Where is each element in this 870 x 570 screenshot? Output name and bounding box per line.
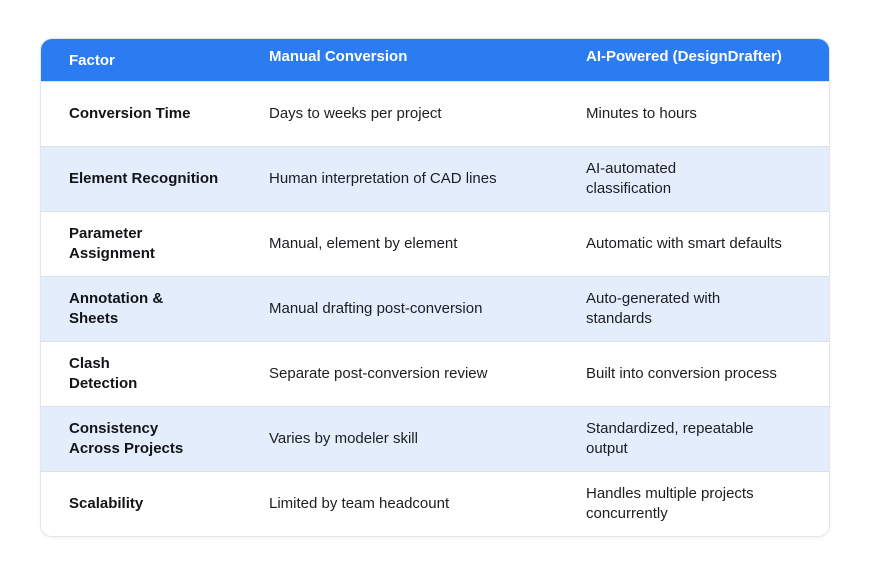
manual-conversion-cell: Human interpretation of CAD lines bbox=[269, 170, 497, 187]
ai-powered-cell: Built into conversion process bbox=[586, 365, 777, 382]
manual-conversion-cell: Separate post-conversion review bbox=[269, 365, 488, 382]
column-header-label: AI-Powered (DesignDrafter) bbox=[586, 47, 782, 65]
factor-cell: Element Recognition bbox=[69, 170, 219, 187]
ai-powered-cell: Standardized, repeatable output bbox=[586, 420, 754, 457]
ai-powered-cell: Handles multiple projects concurrently bbox=[586, 485, 754, 522]
column-header-label: Manual Conversion bbox=[269, 47, 408, 65]
manual-conversion-cell: Limited by team headcount bbox=[269, 495, 450, 512]
comparison-table-card: Factor Manual Conversion AI-Powered (Des… bbox=[40, 38, 830, 537]
manual-conversion-cell: Varies by modeler skill bbox=[269, 430, 418, 447]
column-header-factor: Factor bbox=[41, 39, 256, 81]
ai-powered-cell: Automatic with smart defaults bbox=[586, 235, 782, 252]
factor-cell: Parameter Assignment bbox=[69, 225, 155, 262]
table-row-parameter-assignment: Parameter Assignment Manual, element by … bbox=[41, 211, 829, 276]
manual-conversion-cell: Days to weeks per project bbox=[269, 105, 442, 122]
factor-cell: Clash Detection bbox=[69, 355, 138, 392]
table-row-scalability: Scalability Limited by team headcount Ha… bbox=[41, 471, 829, 536]
factor-cell: Conversion Time bbox=[69, 105, 191, 122]
table-row-conversion-time: Conversion Time Days to weeks per projec… bbox=[41, 81, 829, 146]
manual-conversion-cell: Manual drafting post-conversion bbox=[269, 300, 483, 317]
ai-powered-cell: Minutes to hours bbox=[586, 105, 697, 122]
table-header-row: Factor Manual Conversion AI-Powered (Des… bbox=[41, 39, 829, 81]
column-header-manual-conversion: Manual Conversion bbox=[256, 39, 573, 81]
manual-conversion-cell: Manual, element by element bbox=[269, 235, 458, 252]
column-header-label: Factor bbox=[69, 51, 115, 69]
column-header-ai-powered: AI-Powered (DesignDrafter) bbox=[573, 39, 829, 81]
table-row-clash-detection: Clash Detection Separate post-conversion… bbox=[41, 341, 829, 406]
ai-powered-cell: AI-automated classification bbox=[586, 160, 677, 197]
factor-cell: Scalability bbox=[69, 495, 144, 512]
table-row-element-recognition: Element Recognition Human interpretation… bbox=[41, 146, 829, 211]
factor-cell: Consistency Across Projects bbox=[69, 420, 184, 457]
factor-cell: Annotation & Sheets bbox=[69, 290, 164, 327]
table-row-annotation-sheets: Annotation & Sheets Manual drafting post… bbox=[41, 276, 829, 341]
table-row-consistency: Consistency Across Projects Varies by mo… bbox=[41, 406, 829, 471]
ai-powered-cell: Auto-generated with standards bbox=[586, 290, 721, 327]
